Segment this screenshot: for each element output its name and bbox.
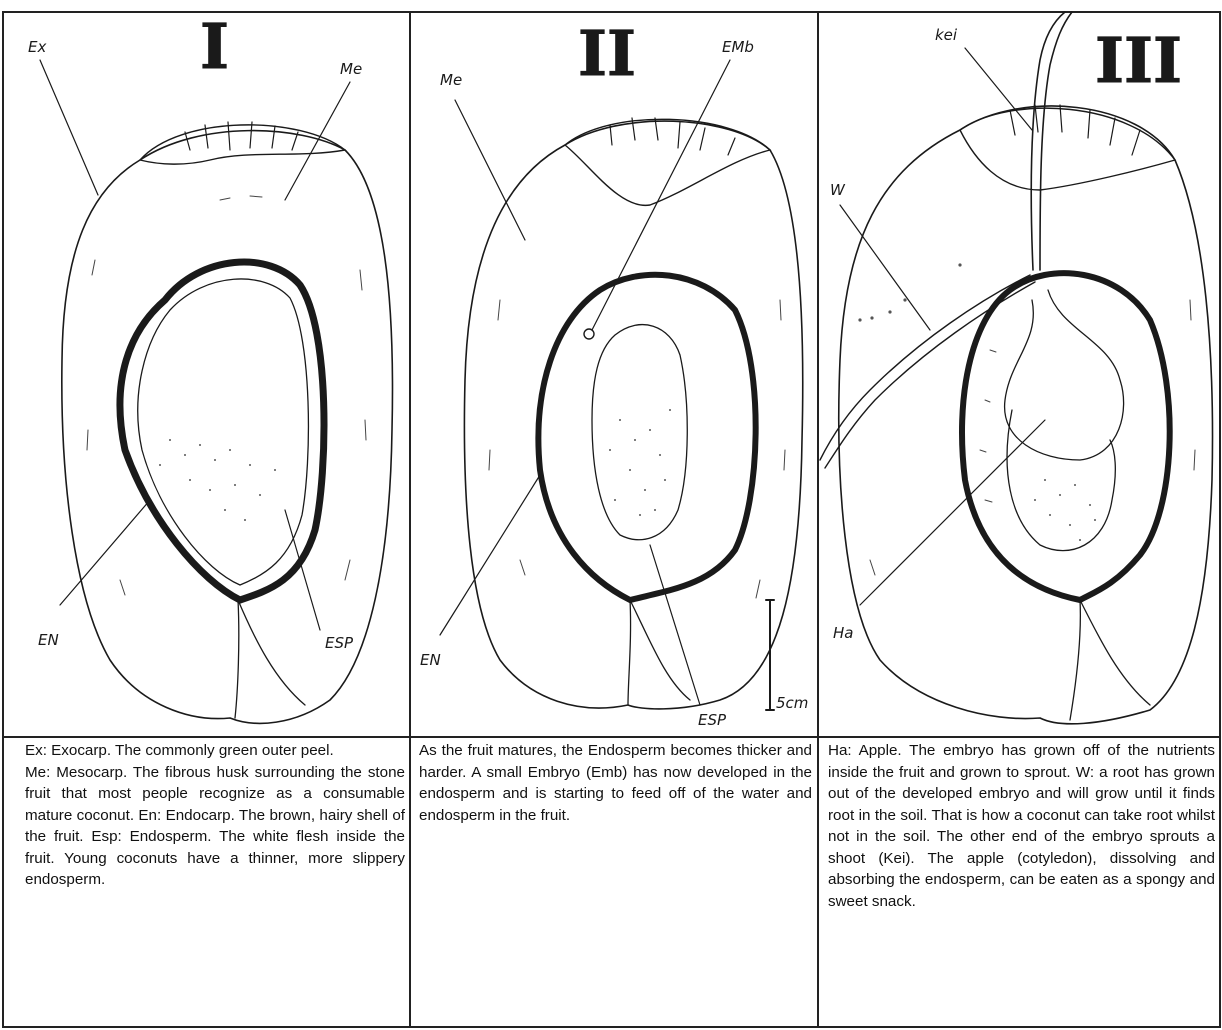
panel-2-endosperm [592,325,687,540]
label-w: W [830,181,846,199]
panel-2-numeral: II [578,17,636,90]
panel-3-shoot [1031,12,1072,270]
panel-2-caption: As the fruit matures, the Endosperm beco… [414,738,817,1026]
label-en-2: EN [420,651,441,669]
label-scale: 5cm [776,694,808,712]
label-me-1: Me [340,60,362,78]
caption-1-exocarp: Ex: Exocarp. The commonly green outer pe… [25,740,405,762]
label-esp-2: ESP [698,711,727,729]
panel-3-base-split [1070,600,1150,720]
caption-1-details: Me: Mesocarp. The fibrous husk surroundi… [25,762,405,891]
panel-1-endocarp [120,262,324,600]
panel-3-drawing: III [820,12,1213,724]
label-kei: kei [935,26,958,44]
label-ha: Ha [833,624,853,642]
label-emb: EMb [722,38,754,56]
panel-3-labels: kei W Ha [830,26,958,642]
label-en-1: EN [38,631,59,649]
panel-3-apple [1005,290,1124,460]
panel-2-husk-cap [565,119,770,205]
panel-2-fruit-outline [464,121,802,709]
panel-2-base-split [628,600,690,705]
label-me-2: Me [440,71,462,89]
panel-1-base-split [235,600,305,718]
panel-2-embryo [584,329,594,339]
panel-1-numeral: I [200,10,229,83]
label-ex: Ex [28,38,46,56]
panel-3-endosperm [1007,410,1115,551]
panel-1-caption: Ex: Exocarp. The commonly green outer pe… [20,738,410,1026]
panel-3-fruit-outline [839,106,1213,724]
label-esp-1: ESP [325,634,354,652]
panel-1-endosperm [138,279,309,585]
panel-2-endocarp [538,275,755,600]
panel-3-root [820,275,1035,468]
panel-3-husk-cap [960,108,1175,190]
caption-2-text: As the fruit matures, the Endosperm beco… [419,740,812,826]
panel-2-labels: Me EMb EN ESP 5cm [420,38,808,729]
panel-3-numeral: III [1095,24,1182,97]
panel-1-drawing: I [40,10,392,723]
caption-3-text: Ha: Apple. The embryo has grown off of t… [828,740,1215,912]
panel-3-caption: Ha: Apple. The embryo has grown off of t… [823,738,1220,1026]
panel-2-drawing: II [440,17,803,710]
